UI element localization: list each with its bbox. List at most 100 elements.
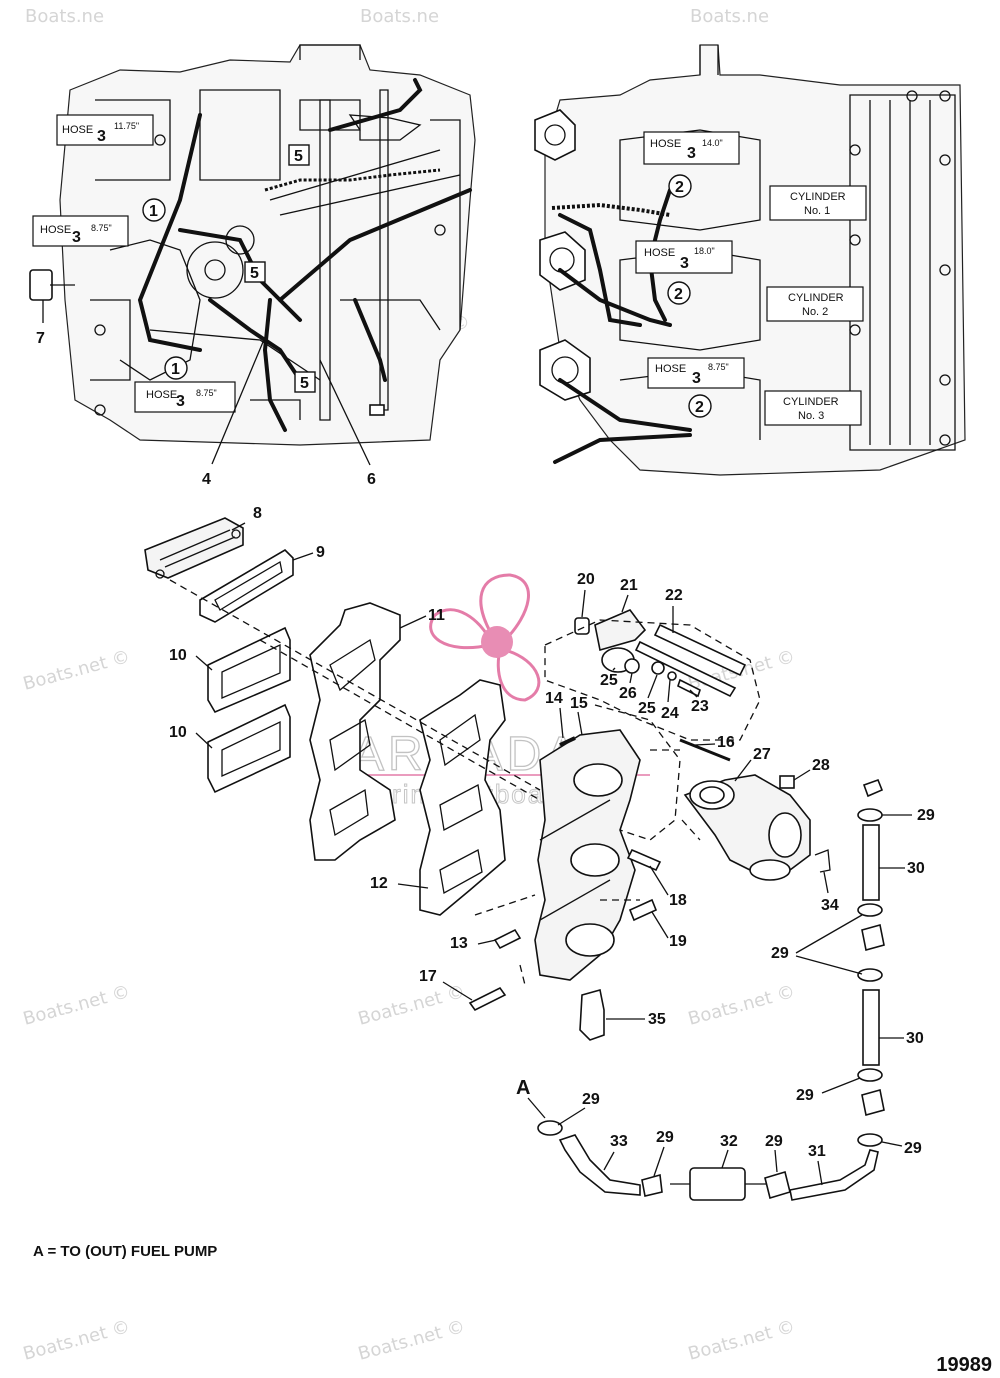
left-marker-5b: 5 [244, 261, 266, 283]
footnote: A = TO (OUT) FUEL PUMP [33, 1243, 218, 1260]
svg-text:18.0": 18.0" [694, 246, 715, 256]
svg-text:CYLINDER: CYLINDER [783, 396, 839, 408]
watermark: Boats.net © [686, 981, 798, 1030]
watermark: Boats.net © [21, 646, 133, 695]
callout-27: 27 [753, 746, 771, 763]
watermark: Boats.net © [686, 1316, 798, 1365]
svg-text:HOSE: HOSE [644, 247, 675, 259]
svg-text:3: 3 [72, 229, 81, 246]
callout-25b: 25 [638, 700, 656, 717]
right-hose-label-3: HOSE 3 8.75" [647, 357, 745, 389]
callout-32: 32 [720, 1133, 738, 1150]
callout-29e: 29 [582, 1091, 600, 1108]
right-engine-illustration [534, 44, 966, 476]
exploded-callouts: 8 9 10 10 11 12 13 14 15 16 17 18 19 20 … [169, 505, 935, 1186]
callout-14: 14 [545, 690, 563, 707]
callout-24: 24 [661, 705, 679, 722]
svg-text:HOSE: HOSE [146, 389, 177, 401]
svg-text:3: 3 [687, 145, 696, 162]
callout-7: 7 [36, 300, 45, 347]
svg-text:5: 5 [300, 375, 309, 392]
watermark: Boats.ne [360, 6, 439, 27]
callout-6: 6 [319, 359, 376, 488]
callout-26: 26 [619, 685, 637, 702]
right-hose-label-2: HOSE 3 18.0" [635, 240, 733, 274]
svg-text:1: 1 [171, 361, 180, 378]
left-hose-label-2: HOSE 3 8.75" [32, 215, 129, 247]
watermark: Boats.ne [690, 6, 769, 27]
callout-18: 18 [669, 892, 687, 909]
callout-22: 22 [665, 587, 683, 604]
svg-text:No. 1: No. 1 [804, 205, 830, 217]
callout-29g: 29 [765, 1133, 783, 1150]
svg-text:3: 3 [176, 393, 185, 410]
drawing-number: 19989 [936, 1354, 992, 1376]
svg-text:No. 2: No. 2 [802, 306, 828, 318]
right-hose-label-1: HOSE 3 14.0" [643, 131, 740, 165]
callout-16: 16 [717, 734, 735, 751]
callout-13: 13 [450, 935, 468, 952]
callout-29c: 29 [796, 1087, 814, 1104]
callout-19: 19 [669, 933, 687, 950]
svg-text:2: 2 [695, 399, 704, 416]
svg-text:3: 3 [680, 255, 689, 272]
guide-lines [169, 579, 761, 986]
callout-25a: 25 [600, 672, 618, 689]
svg-text:6: 6 [367, 471, 376, 488]
svg-text:5: 5 [294, 148, 303, 165]
callout-8: 8 [253, 505, 262, 522]
right-marker-2c: 2 [688, 394, 712, 418]
callout-A: A [516, 1077, 530, 1099]
svg-text:3: 3 [97, 128, 106, 145]
callout-29d: 29 [904, 1140, 922, 1157]
callout-11: 11 [428, 607, 445, 624]
left-hose-label-1: HOSE 3 11.75" [56, 114, 154, 146]
svg-text:CYLINDER: CYLINDER [788, 292, 844, 304]
callout-34: 34 [821, 897, 839, 914]
callout-30b: 30 [906, 1030, 924, 1047]
svg-text:No. 3: No. 3 [798, 410, 824, 422]
svg-text:2: 2 [675, 179, 684, 196]
svg-text:HOSE: HOSE [655, 363, 686, 375]
left-engine-illustration [29, 44, 476, 446]
callout-15: 15 [570, 695, 588, 712]
watermark: Boats.net © [21, 1316, 133, 1365]
callout-31: 31 [808, 1143, 826, 1160]
callout-33: 33 [610, 1133, 628, 1150]
cylinder-label-3: CYLINDER No. 3 [764, 390, 862, 426]
watermark: Boats.ne [25, 6, 104, 27]
svg-text:HOSE: HOSE [62, 124, 93, 136]
callout-17: 17 [419, 968, 437, 985]
callout-29b: 29 [771, 945, 789, 962]
left-marker-5c: 5 [294, 371, 316, 393]
svg-text:4: 4 [202, 471, 211, 488]
callout-4: 4 [202, 329, 269, 488]
callout-9: 9 [316, 544, 325, 561]
svg-text:8.75": 8.75" [196, 388, 217, 398]
callout-23: 23 [691, 698, 709, 715]
svg-text:HOSE: HOSE [650, 138, 681, 150]
right-marker-2a: 2 [668, 174, 692, 198]
svg-text:5: 5 [250, 265, 259, 282]
left-hose-label-3: HOSE 3 8.75" [134, 381, 236, 413]
svg-text:11.75": 11.75" [114, 121, 139, 131]
cylinder-label-2: CYLINDER No. 2 [766, 286, 864, 322]
callout-35: 35 [648, 1011, 666, 1028]
svg-text:1: 1 [149, 203, 158, 220]
svg-text:HOSE: HOSE [40, 224, 71, 236]
svg-text:7: 7 [36, 330, 45, 347]
callout-10b: 10 [169, 724, 187, 741]
left-marker-1b: 1 [164, 356, 188, 380]
callout-28: 28 [812, 757, 830, 774]
callout-21: 21 [620, 577, 638, 594]
svg-text:8.75": 8.75" [91, 223, 112, 233]
right-marker-2b: 2 [667, 281, 691, 305]
cylinder-label-1: CYLINDER No. 1 [769, 185, 867, 221]
callout-29f: 29 [656, 1129, 674, 1146]
svg-text:2: 2 [674, 286, 683, 303]
callout-10a: 10 [169, 647, 187, 664]
svg-text:8.75": 8.75" [708, 362, 729, 372]
callout-20: 20 [577, 571, 595, 588]
left-marker-1a: 1 [142, 198, 166, 222]
